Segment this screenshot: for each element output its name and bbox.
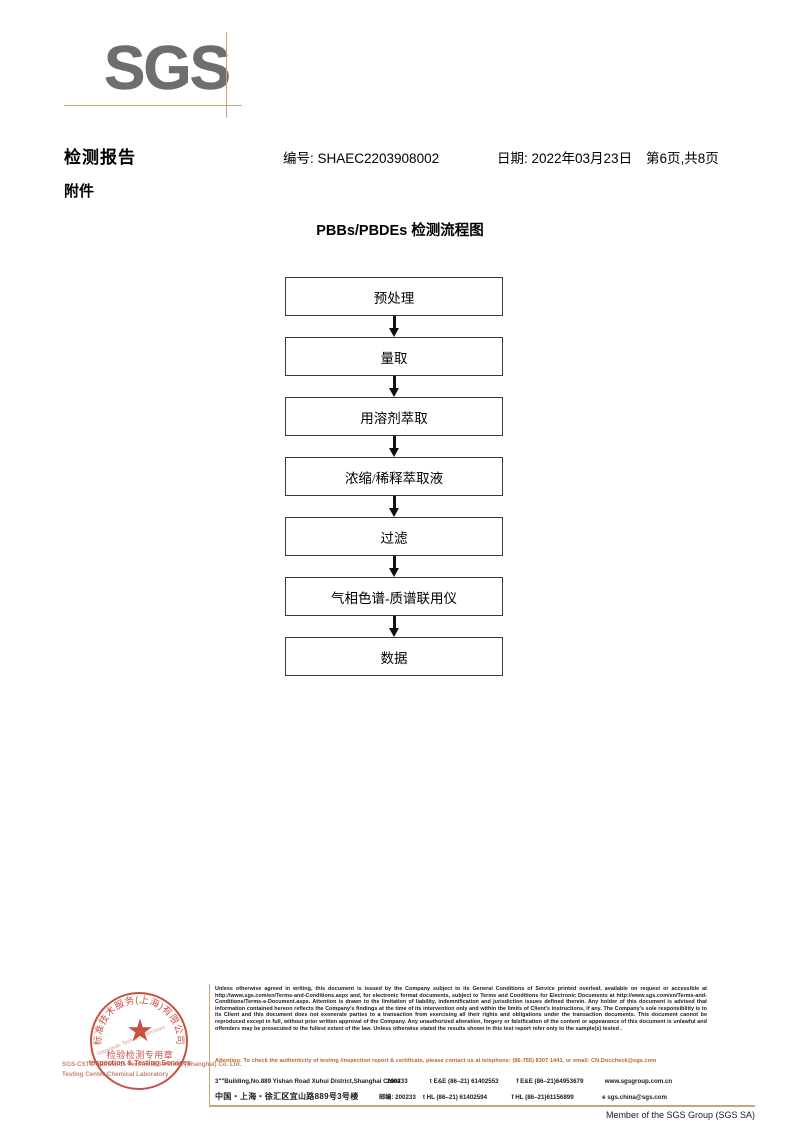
address-fax-hl: f HL (86–21)61156899 (511, 1094, 574, 1101)
flowchart-title: PBBs/PBDEs 检测流程图 (316, 223, 484, 239)
address-tel-ee: t E&E (86–21) 61402553 (429, 1078, 499, 1085)
page-title: 检测报告 (64, 148, 136, 167)
flow-step-label: 过滤 (380, 530, 408, 546)
arrow-shaft (392, 616, 396, 630)
page-subtitle: 附件 (64, 183, 95, 200)
flow-step-label: 预处理 (373, 290, 415, 306)
sgs-group-member-note: Member of the SGS Group (SGS SA) (605, 1110, 755, 1120)
address-row: 3""Building,No.889 Yishan Road Xuhui Dis… (215, 1078, 707, 1091)
address-block: 3""Building,No.889 Yishan Road Xuhui Dis… (215, 1078, 707, 1104)
seal-watermark-line1: SGS-CSTC Standards Technical Services (S… (62, 1061, 242, 1068)
logo-vertical-rule (226, 32, 227, 118)
flow-step-6: 气相色谱-质谱联用仪 (285, 577, 503, 616)
legal-terms-text: Unless otherwise agreed in writing, this… (215, 986, 707, 1032)
page-indicator: 第6页,共8页 (646, 151, 719, 166)
flow-step-2: 量取 (285, 337, 503, 376)
sgs-logo-text: SGS (104, 34, 231, 103)
flow-arrow-1 (285, 316, 503, 337)
footer-horizontal-rule (209, 1105, 755, 1107)
address-street-en: 3""Building,No.889 Yishan Road Xuhui Dis… (215, 1078, 401, 1085)
flow-step-label: 浓缩/稀释萃取液 (344, 470, 444, 486)
seal-en-label: Inspection & Testing Services (89, 1060, 191, 1067)
flow-arrow-5 (285, 556, 503, 577)
arrow-head (389, 328, 399, 337)
flow-step-3: 用溶剂萃取 (285, 397, 503, 436)
attention-notice: Attention: To check the authenticity of … (215, 1058, 657, 1064)
address-website[interactable]: www.sgsgroup.com.cn (604, 1078, 673, 1085)
address-postcode-cn: 邮编: 200233 (379, 1094, 416, 1101)
flow-step-label: 用溶剂萃取 (360, 410, 428, 426)
address-email[interactable]: e sgs.china@sgs.com (602, 1094, 667, 1101)
flow-arrow-2 (285, 376, 503, 397)
arrow-shaft (392, 376, 396, 390)
report-date: 日期: 2022年03月23日 (497, 151, 633, 166)
arrow-head (389, 508, 399, 517)
arrow-shaft (392, 556, 396, 570)
arrow-head (389, 568, 399, 577)
address-postcode-en: 200233 (387, 1078, 408, 1085)
flow-step-1: 预处理 (285, 277, 503, 316)
address-street-cn: 中国・上海・徐汇区宜山路889号3号楼 (215, 1092, 359, 1101)
flow-step-label: 数据 (380, 650, 408, 666)
address-tel-hl: t HL (86–21) 61402594 (422, 1094, 488, 1101)
flow-arrow-3 (285, 436, 503, 457)
footer-vertical-rule (209, 984, 210, 1106)
seal-circle (90, 992, 188, 1090)
seal-watermark-text: SGS-CSTC Standards Technical Services (S… (62, 1060, 242, 1080)
flow-step-4: 浓缩/稀释萃取液 (285, 457, 503, 496)
arrow-shaft (392, 436, 396, 450)
seal-cn-label: 检验检测专用章 (106, 1050, 174, 1060)
flow-step-7: 数据 (285, 637, 503, 676)
logo-horizontal-rule (64, 105, 242, 106)
arrow-head (389, 388, 399, 397)
arrow-head (389, 628, 399, 637)
address-row: 中国・上海・徐汇区宜山路889号3号楼 邮编: 200233 t HL (86–… (215, 1091, 707, 1104)
seal-watermark-line2: Testing Center-Chemical Laboratory (62, 1071, 169, 1078)
sgs-logo: SGS (64, 32, 284, 124)
arrow-shaft (392, 496, 396, 510)
seal-arc-text: 标准技术服务(上海)有限公司 (92, 994, 185, 1045)
arrow-shaft (392, 316, 396, 330)
address-fax-ee: f E&E (86–21)64953679 (516, 1078, 584, 1085)
flow-step-label: 量取 (380, 350, 408, 366)
arrow-head (389, 448, 399, 457)
company-seal-stamp: 标准技术服务(上海)有限公司 ★ 检验检测专用章 Inspection & Te… (84, 988, 196, 1100)
flowchart: 预处理 量取 用溶剂萃取 浓缩/稀释萃取液 过滤 (285, 277, 503, 676)
flow-arrow-4 (285, 496, 503, 517)
report-number: 编号: SHAEC2203908002 (283, 151, 440, 166)
star-icon: ★ (126, 1013, 154, 1048)
flow-step-5: 过滤 (285, 517, 503, 556)
flow-arrow-6 (285, 616, 503, 637)
flow-step-label: 气相色谱-质谱联用仪 (331, 590, 457, 606)
